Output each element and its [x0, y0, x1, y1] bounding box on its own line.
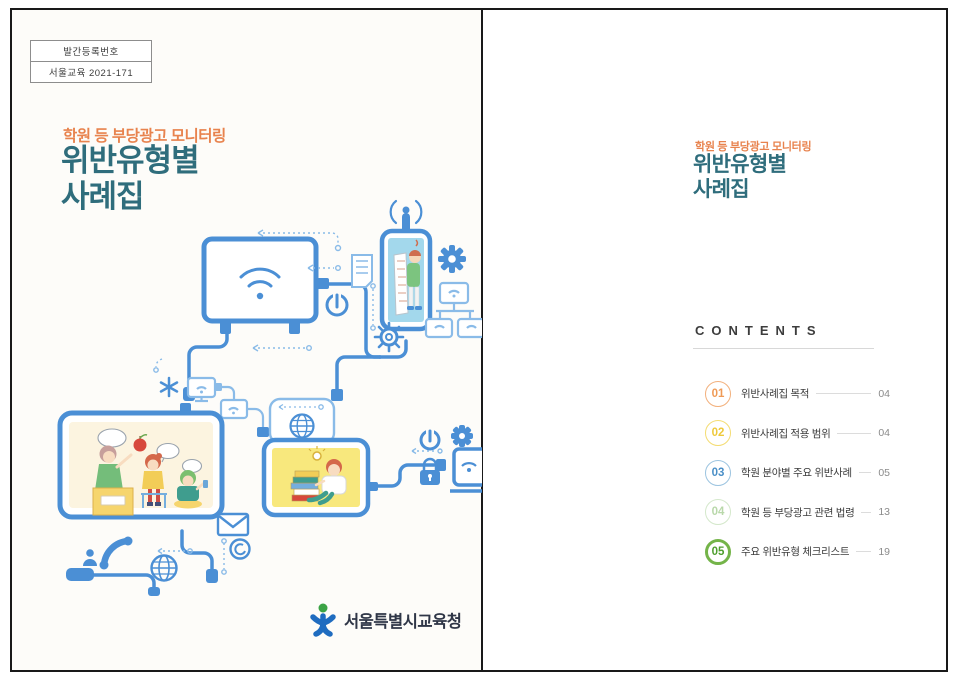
toc-item: 03 학원 분야별 주요 위반사례 05 [705, 459, 890, 486]
toc-item: 01 위반사례집 목적 04 [705, 380, 890, 407]
toc-item: 02 위반사례집 적용 범위 04 [705, 420, 890, 447]
gear-icon-small [451, 425, 473, 447]
page-divider [481, 10, 483, 670]
reading-kid-illustration [306, 459, 347, 506]
toc-item-number-badge: 03 [705, 459, 731, 486]
toc-item-number-badge: 01 [705, 380, 731, 407]
registration-number: 서울교육 2021-171 [31, 61, 151, 82]
globe-icon [150, 554, 178, 582]
contents-underline [693, 348, 874, 349]
teacher-illustration [92, 445, 134, 516]
lightbulb-icon [308, 446, 326, 461]
speech-bubble-icon [97, 428, 203, 477]
contents-page-title-line1: 위반유형별 [693, 153, 787, 176]
gear-icon [438, 245, 466, 273]
cover-title: 위반유형별 사례집 [61, 143, 200, 216]
cover-title-line1: 위반유형별 [61, 143, 200, 178]
reading-tablet-illustration [261, 437, 371, 518]
toc-leader-line [858, 472, 872, 473]
cover-illustration [57, 199, 482, 596]
toc-leader-line [861, 511, 872, 513]
wifi-monitor-icon [201, 236, 329, 334]
person-icon [83, 549, 97, 566]
phone-handset-icon [99, 536, 133, 570]
person-with-list-illustration [393, 239, 422, 316]
book-stack-illustration [290, 470, 320, 502]
small-wifi-monitor-icon [186, 376, 249, 420]
contents-page-subtitle: 학원 등 부당광고 모니터링 [695, 141, 812, 153]
document-icon [351, 254, 373, 288]
globe-device-icon [268, 397, 336, 445]
publisher-logo: 서울특별시교육청 [308, 602, 462, 638]
toc-item-label: 위반사례집 목적 [741, 388, 810, 400]
power-icon [325, 292, 349, 317]
cable-network-light [220, 385, 265, 429]
envelope-icon [216, 512, 250, 537]
contents-page-title-line2: 사례집 [693, 178, 750, 202]
laptop-icon [450, 447, 482, 493]
toc-item: 05 주요 위반유형 체크리스트 19 [705, 538, 890, 565]
cover-page: 발간등록번호 서울교육 2021-171 학원 등 부당광고 모니터링 위반유형… [12, 10, 482, 670]
swirl-icon [229, 538, 251, 560]
student-boy-illustration [174, 470, 208, 509]
classroom-tablet-illustration [57, 410, 225, 520]
monitor-tree-icon [424, 281, 482, 339]
toc-item-number-badge: 05 [705, 538, 731, 565]
contents-heading: CONTENTS [695, 323, 823, 338]
seoul-education-logo-icon [310, 603, 336, 637]
toc-list: 01 위반사례집 목적 04 02 위반사례집 적용 범위 04 03 학원 분… [705, 380, 890, 565]
book-border: 발간등록번호 서울교육 2021-171 학원 등 부당광고 모니터링 위반유형… [10, 8, 948, 672]
toc-item-page-number: 19 [878, 545, 890, 558]
toc-item-label: 학원 분야별 주요 위반사례 [741, 467, 852, 479]
contents-page-title: 위반유형별 사례집 [693, 152, 787, 202]
toc-item-number-badge: 02 [705, 420, 731, 446]
publisher-name: 서울특별시교육청 [344, 613, 462, 631]
toc-item-page-number: 05 [878, 466, 890, 479]
toc-item-label: 위반사례집 적용 범위 [741, 427, 831, 440]
contents-page: 학원 등 부당광고 모니터링 위반유형별 사례집 CONTENTS 01 위반사… [483, 10, 946, 670]
smartphone-icon [379, 199, 433, 332]
power-icon-small [419, 428, 441, 451]
toc-item-number-badge: 04 [705, 499, 731, 525]
toc-leader-line [816, 393, 872, 394]
lock-icon [420, 457, 440, 485]
toc-item-page-number: 04 [878, 387, 890, 400]
toc-leader-line [856, 551, 872, 552]
registration-label: 발간등록번호 [63, 47, 119, 58]
student-girl-illustration [141, 453, 167, 508]
apple-illustration [133, 434, 148, 452]
registration-number-box: 발간등록번호 서울교육 2021-171 [30, 40, 152, 83]
toc-item: 04 학원 등 부당광고 관련 법령 13 [705, 499, 890, 526]
cover-title-line2: 사례집 [61, 179, 145, 215]
toc-item-label: 학원 등 부당광고 관련 법령 [741, 506, 855, 519]
asterisk-icon [159, 376, 179, 398]
gear-outline-icon [373, 321, 405, 353]
dashed-connectors [153, 229, 443, 575]
toc-item-label: 주요 위반유형 체크리스트 [741, 546, 850, 558]
toc-item-page-number: 13 [878, 506, 890, 518]
toc-leader-line [837, 432, 872, 434]
cover-subtitle: 학원 등 부당광고 모니터링 [63, 128, 226, 145]
toc-item-page-number: 04 [878, 427, 890, 439]
